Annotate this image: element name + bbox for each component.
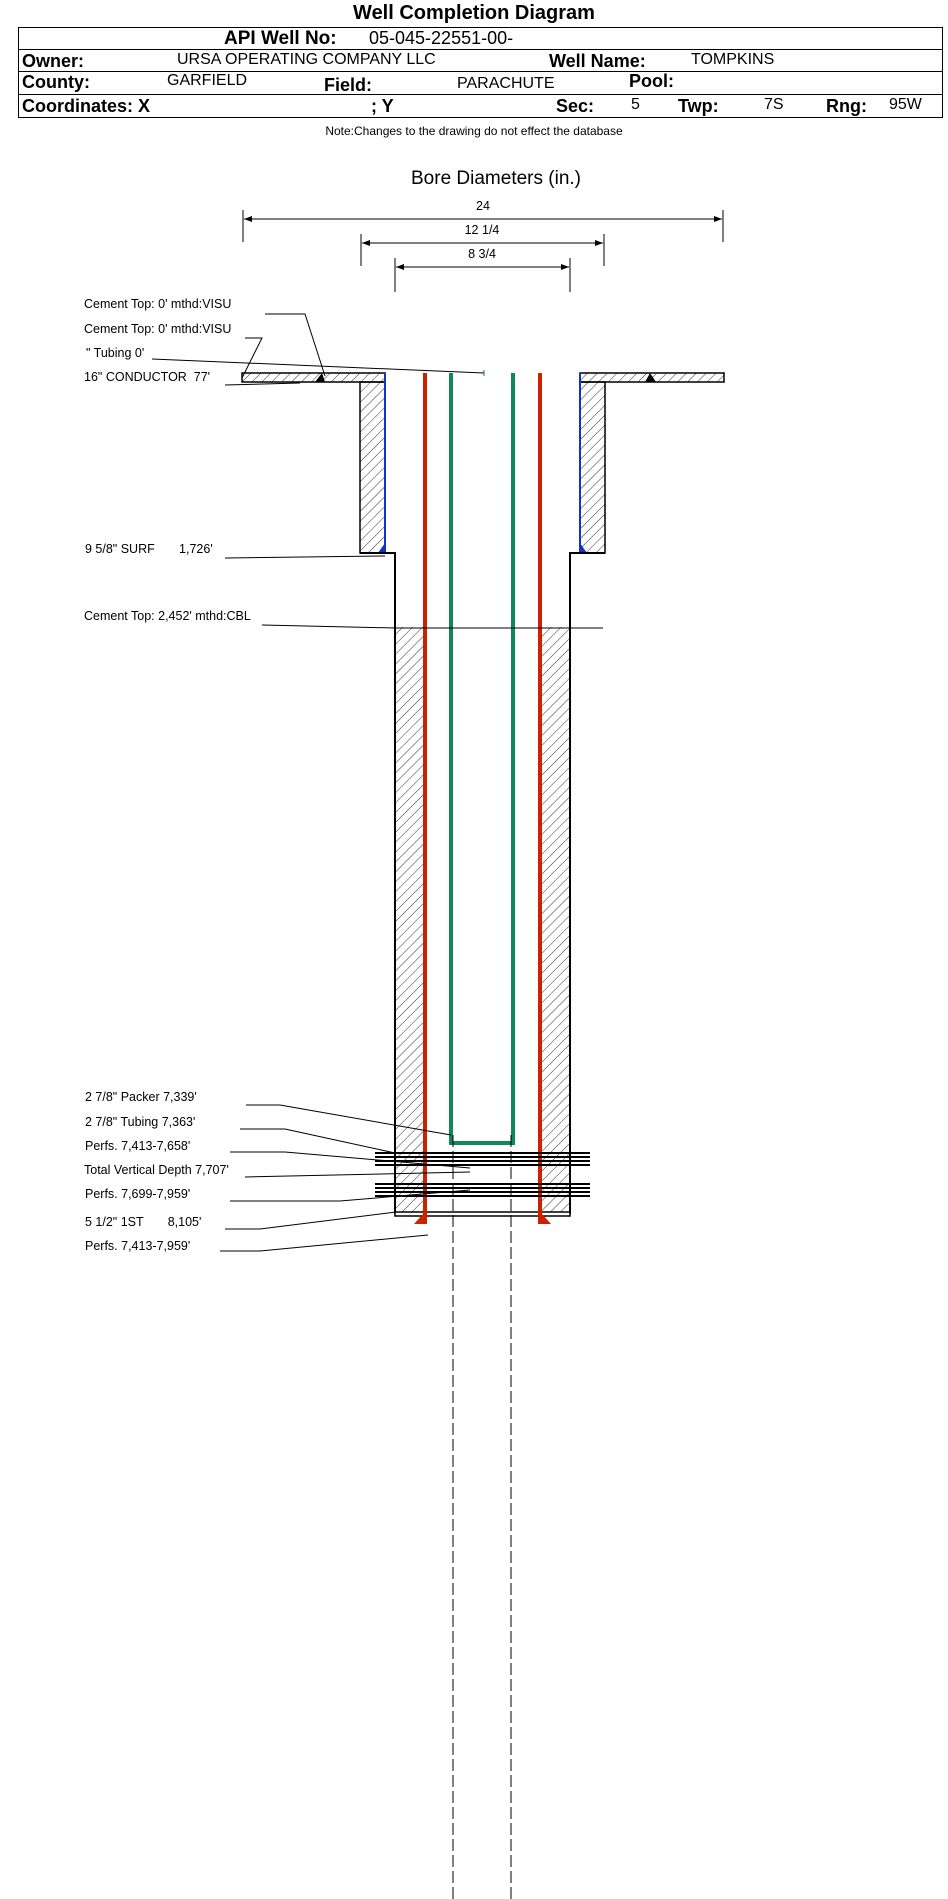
well-name-label: Well Name: — [549, 51, 646, 71]
dimension-label: 24 — [476, 199, 490, 213]
dimension-24: 24 — [242, 199, 724, 242]
owner-value: URSA OPERATING COMPANY LLC — [177, 51, 436, 68]
owner-row: Owner: URSA OPERATING COMPANY LLC Well N… — [19, 50, 942, 72]
sec-label: Sec: — [556, 96, 595, 116]
api-row: API Well No: 05-045-22551-00- — [19, 28, 942, 50]
cement-top-label: Cement Top: 0' mthd:VISU — [84, 297, 231, 311]
coordinates-row: Coordinates: X ; Y Sec: 5 Twp: 7S Rng: 9… — [19, 95, 942, 119]
cement-top-label: Cement Top: 2,452' mthd:CBL — [84, 609, 251, 623]
perfs-label: Perfs. 7,413-7,959' — [85, 1239, 190, 1253]
labels: Cement Top: 0' mthd:VISU Cement Top: 0' … — [84, 297, 251, 1253]
coord-y-label: ; Y — [371, 96, 394, 116]
api-value: 05-045-22551-00- — [369, 28, 514, 48]
conductor-label: 16" CONDUCTOR 77' — [84, 370, 210, 384]
county-row: County: GARFIELD Field: PARACHUTE Pool: — [19, 71, 942, 95]
production-cement — [394, 627, 571, 1217]
tubing — [449, 370, 515, 1145]
dimension-8-3-4: 8 3/4 — [394, 247, 571, 292]
perforations-upper — [375, 1152, 590, 1166]
production-casing-label: 5 1/2" 1ST 8,105' — [85, 1215, 201, 1229]
perforations-lower — [375, 1183, 590, 1197]
well-header-table: API Well No: 05-045-22551-00- Owner: URS… — [18, 27, 943, 118]
tubing-label: 2 7/8" Tubing 7,363' — [85, 1115, 195, 1129]
page-title: Well Completion Diagram — [353, 2, 595, 24]
total-vertical-depth-label: Total Vertical Depth 7,707' — [84, 1163, 229, 1177]
rng-value: 95W — [889, 96, 922, 113]
bore-diameters-title: Bore Diameters (in.) — [411, 168, 581, 189]
county-value: GARFIELD — [167, 72, 248, 89]
well-name-value: TOMPKINS — [691, 51, 775, 68]
cement-top-label: Cement Top: 0' mthd:VISU — [84, 322, 231, 336]
api-label: API Well No: — [224, 28, 337, 49]
twp-value: 7S — [764, 96, 784, 113]
field-label: Field: — [324, 75, 372, 95]
dimension-label: 8 3/4 — [468, 247, 496, 261]
perfs-label: Perfs. 7,699-7,959' — [85, 1187, 190, 1201]
rng-label: Rng: — [826, 96, 867, 116]
database-note: Note:Changes to the drawing do not effec… — [325, 124, 623, 138]
field-value: PARACHUTE — [457, 75, 555, 92]
production-casing — [414, 373, 551, 1224]
open-hole-lines — [452, 1135, 512, 1899]
sec-value: 5 — [631, 96, 640, 113]
dimension-label: 12 1/4 — [465, 223, 500, 237]
leader-lines — [151, 313, 603, 1252]
coord-x-label: Coordinates: X — [22, 96, 151, 116]
dimension-12-1-4: 12 1/4 — [360, 223, 605, 266]
twp-label: Twp: — [678, 96, 719, 116]
perfs-label: Perfs. 7,413-7,658' — [85, 1139, 190, 1153]
county-label: County: — [22, 72, 90, 92]
conductor-casing — [241, 372, 725, 554]
surface-casing-label: 9 5/8" SURF 1,726' — [85, 542, 213, 556]
tubing-top-label: " Tubing 0' — [86, 346, 144, 360]
pool-label: Pool: — [629, 71, 674, 91]
packer-label: 2 7/8" Packer 7,339' — [85, 1090, 197, 1104]
owner-label: Owner: — [22, 51, 85, 71]
